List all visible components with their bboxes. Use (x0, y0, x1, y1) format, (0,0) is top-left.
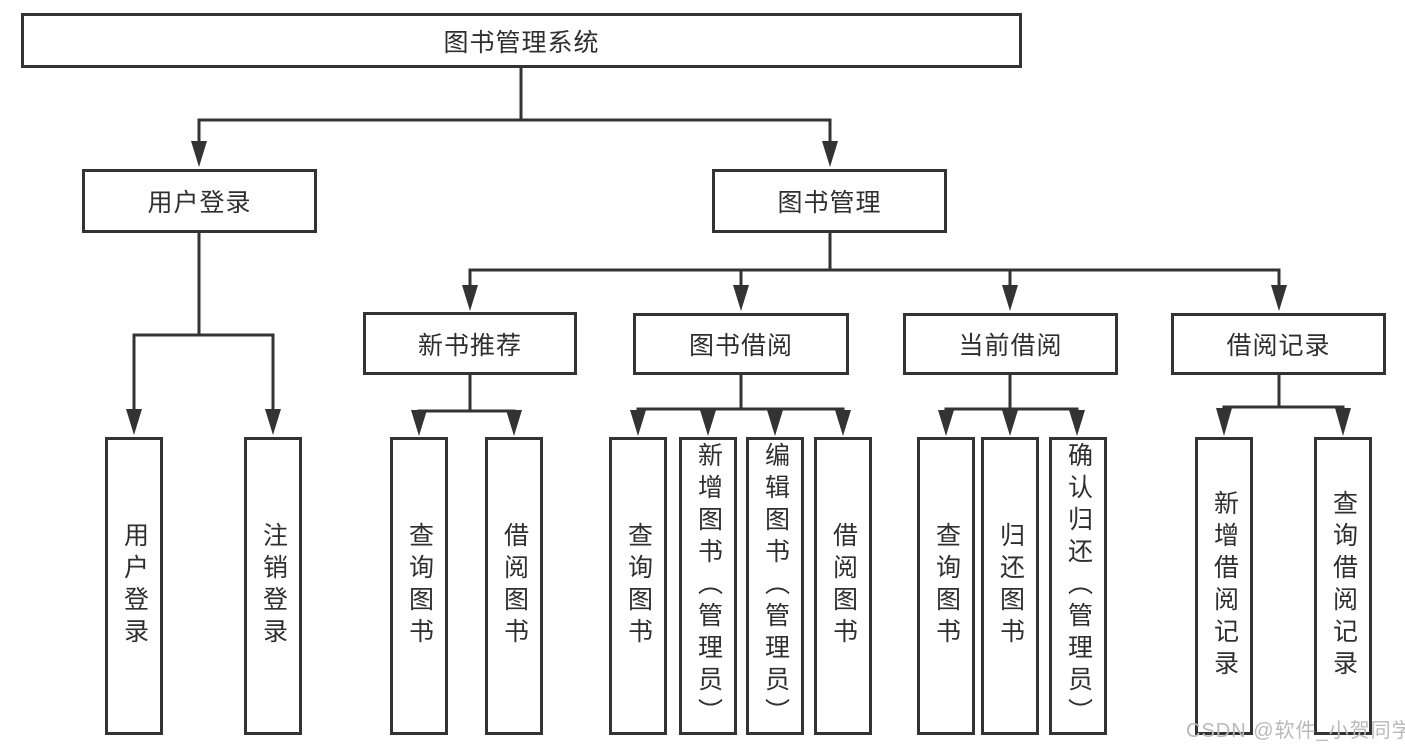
leaf-borrow-books-recommend-label: 借阅图书 (500, 522, 529, 650)
arrow-down-icon (126, 409, 142, 435)
node-user-login-label: 用户登录 (147, 189, 252, 217)
arrow-down-icon (1002, 410, 1018, 436)
node-book-borrow-label: 图书借阅 (688, 332, 793, 360)
node-book-borrow: 图书借阅 (633, 313, 849, 375)
leaf-query-books-recommend: 查询图书 (390, 437, 448, 735)
leaf-query-books-borrow: 查询图书 (609, 437, 667, 735)
node-book-management: 图书管理 (712, 169, 947, 233)
node-root-label: 图书管理系统 (443, 28, 600, 57)
leaf-logout-label: 注销登录 (259, 522, 288, 650)
arrow-down-icon (506, 410, 522, 436)
arrow-down-icon (733, 285, 749, 311)
leaf-borrow-books-borrow: 借阅图书 (814, 437, 872, 735)
node-book-management-label: 图书管理 (777, 189, 882, 217)
arrow-down-icon (462, 285, 478, 311)
arrow-down-icon (835, 410, 851, 436)
node-borrow-records: 借阅记录 (1171, 313, 1386, 375)
node-new-book-recommend: 新书推荐 (363, 312, 577, 375)
watermark-text: CSDN @软件_小贺同学 (1186, 720, 1405, 742)
leaf-edit-book-admin-label: 编辑图书（管理员） (761, 442, 790, 730)
arrow-down-icon (1216, 408, 1232, 436)
node-current-borrow: 当前借阅 (903, 313, 1118, 375)
leaf-user-login: 用户登录 (105, 437, 163, 735)
arrow-down-icon (1335, 408, 1351, 436)
leaf-confirm-return-admin-label: 确认归还（管理员） (1064, 442, 1093, 730)
arrow-down-icon (1271, 285, 1287, 311)
leaf-return-book: 归还图书 (981, 437, 1039, 735)
leaf-user-login-label: 用户登录 (120, 522, 149, 650)
node-current-borrow-label: 当前借阅 (958, 332, 1063, 360)
connector-lines (132, 68, 1345, 414)
node-new-book-recommend-label: 新书推荐 (417, 331, 522, 360)
arrow-heads (126, 141, 1351, 436)
arrow-down-icon (411, 410, 427, 436)
leaf-add-book-admin-label: 新增图书（管理员） (694, 442, 723, 730)
node-user-login: 用户登录 (82, 169, 317, 233)
leaf-query-books-borrow-label: 查询图书 (624, 522, 653, 650)
arrow-down-icon (191, 141, 207, 167)
leaf-query-books-current: 查询图书 (917, 437, 975, 735)
leaf-query-books-recommend-label: 查询图书 (405, 522, 434, 650)
leaf-query-borrow-record-label: 查询借阅记录 (1329, 490, 1358, 682)
leaf-query-borrow-record: 查询借阅记录 (1314, 437, 1372, 735)
arrow-down-icon (265, 409, 281, 435)
arrow-down-icon (938, 410, 954, 436)
arrow-down-icon (630, 410, 646, 436)
leaf-borrow-books-recommend: 借阅图书 (485, 437, 543, 735)
arrow-down-icon (1069, 410, 1085, 436)
leaf-add-borrow-record: 新增借阅记录 (1195, 437, 1253, 735)
arrow-down-icon (1002, 285, 1018, 311)
leaf-logout: 注销登录 (244, 437, 302, 735)
leaf-confirm-return-admin: 确认归还（管理员） (1049, 437, 1107, 735)
leaf-edit-book-admin: 编辑图书（管理员） (746, 437, 804, 735)
arrow-down-icon (822, 141, 838, 167)
leaf-add-borrow-record-label: 新增借阅记录 (1210, 490, 1239, 682)
leaf-return-book-label: 归还图书 (996, 522, 1025, 650)
leaf-borrow-books-borrow-label: 借阅图书 (829, 522, 858, 650)
leaf-query-books-current-label: 查询图书 (932, 522, 961, 650)
node-root: 图书管理系统 (21, 13, 1022, 68)
node-borrow-records-label: 借阅记录 (1226, 332, 1331, 360)
arrow-down-icon (767, 410, 783, 436)
leaf-add-book-admin: 新增图书（管理员） (679, 437, 737, 735)
arrow-down-icon (700, 410, 716, 436)
